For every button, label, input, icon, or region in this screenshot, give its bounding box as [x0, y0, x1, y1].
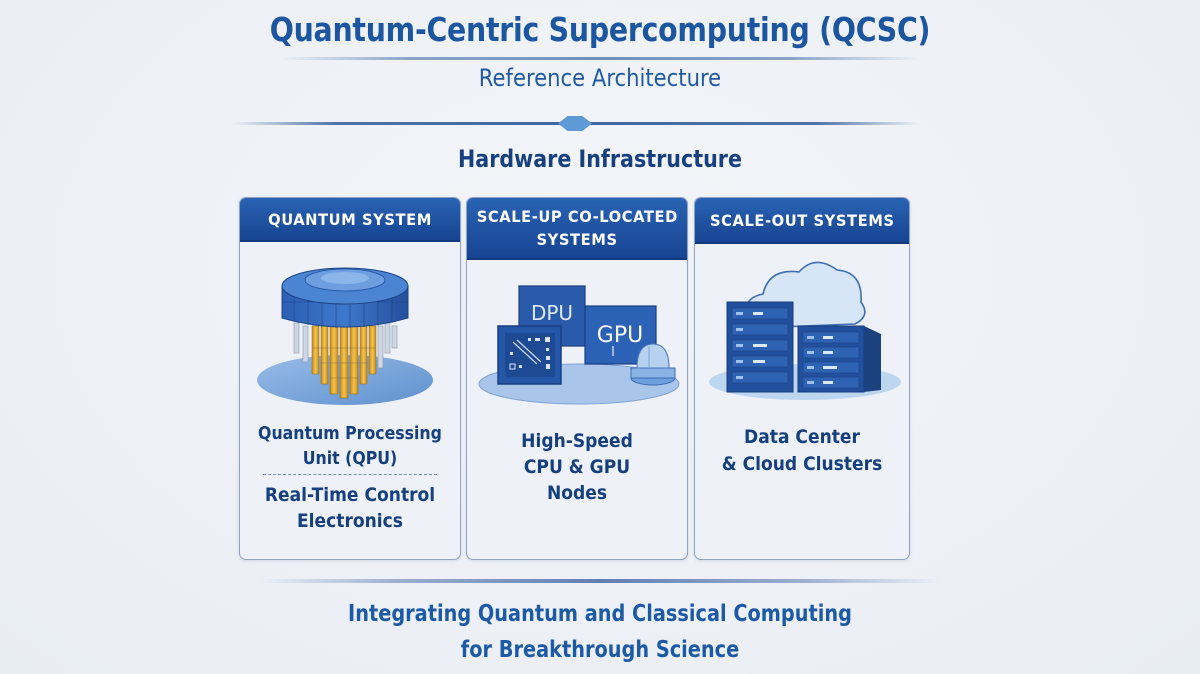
qpu-chandelier-icon: [257, 267, 433, 405]
qpu-label: Quantum Processing Unit (QPU): [240, 422, 460, 472]
cpu-gpu-nodes-icon: DPU GPU: [478, 285, 680, 405]
data-center-label: Data Center & Cloud Clusters: [695, 424, 909, 478]
cpu-gpu-nodes-label: High-Speed CPU & GPU Nodes: [467, 428, 687, 506]
card-scale-up-systems: SCALE-UP CO-LOCATED SYSTEMS DPU GPU: [466, 197, 688, 560]
card-header-label: SCALE-OUT SYSTEMS: [709, 210, 895, 230]
card-header: QUANTUM SYSTEM: [240, 198, 460, 242]
title-underline: [280, 57, 920, 60]
footer-tagline-line-2: for Breakthrough Science: [460, 637, 740, 663]
svg-text:DPU: DPU: [531, 301, 573, 325]
footer-tagline-line-1: Integrating Quantum and Classical Comput…: [348, 601, 852, 627]
qpu-label-line-2: Unit (QPU): [302, 449, 398, 469]
datacenter-label-line-2: & Cloud Clusters: [721, 453, 883, 475]
card-header: SCALE-UP CO-LOCATED SYSTEMS: [467, 198, 687, 260]
control-label-line-1: Real-Time Control: [264, 484, 436, 506]
page-title: Quantum-Centric Supercomputing (QCSC): [269, 10, 931, 49]
page-subtitle: Reference Architecture: [478, 64, 722, 92]
cloud-servers-icon: [709, 261, 901, 400]
svg-text:GPU: GPU: [597, 323, 643, 348]
card-header: SCALE-OUT SYSTEMS: [695, 198, 909, 244]
nodes-label-line-3: Nodes: [546, 482, 608, 504]
nodes-label-line-1: High-Speed: [521, 430, 633, 452]
card-header-line-1: SCALE-UP CO-LOCATED: [476, 207, 678, 226]
card-header-label: QUANTUM SYSTEM: [268, 209, 432, 229]
card-scale-out-systems: SCALE-OUT SYSTEMS: [694, 197, 910, 560]
divider-diamond-icon: [558, 116, 592, 131]
card-quantum-system: QUANTUM SYSTEM: [239, 197, 461, 560]
datacenter-label-line-1: Data Center: [744, 426, 860, 448]
qpu-label-line-1: Quantum Processing: [258, 424, 442, 444]
card-header-line-2: SYSTEMS: [536, 230, 618, 249]
section-title: Hardware Infrastructure: [458, 145, 742, 173]
footer-divider: [260, 579, 940, 583]
dashed-separator: [263, 474, 437, 475]
nodes-label-line-2: CPU & GPU: [523, 456, 631, 478]
control-label-line-2: Electronics: [296, 510, 403, 532]
control-electronics-label: Real-Time Control Electronics: [240, 482, 460, 534]
